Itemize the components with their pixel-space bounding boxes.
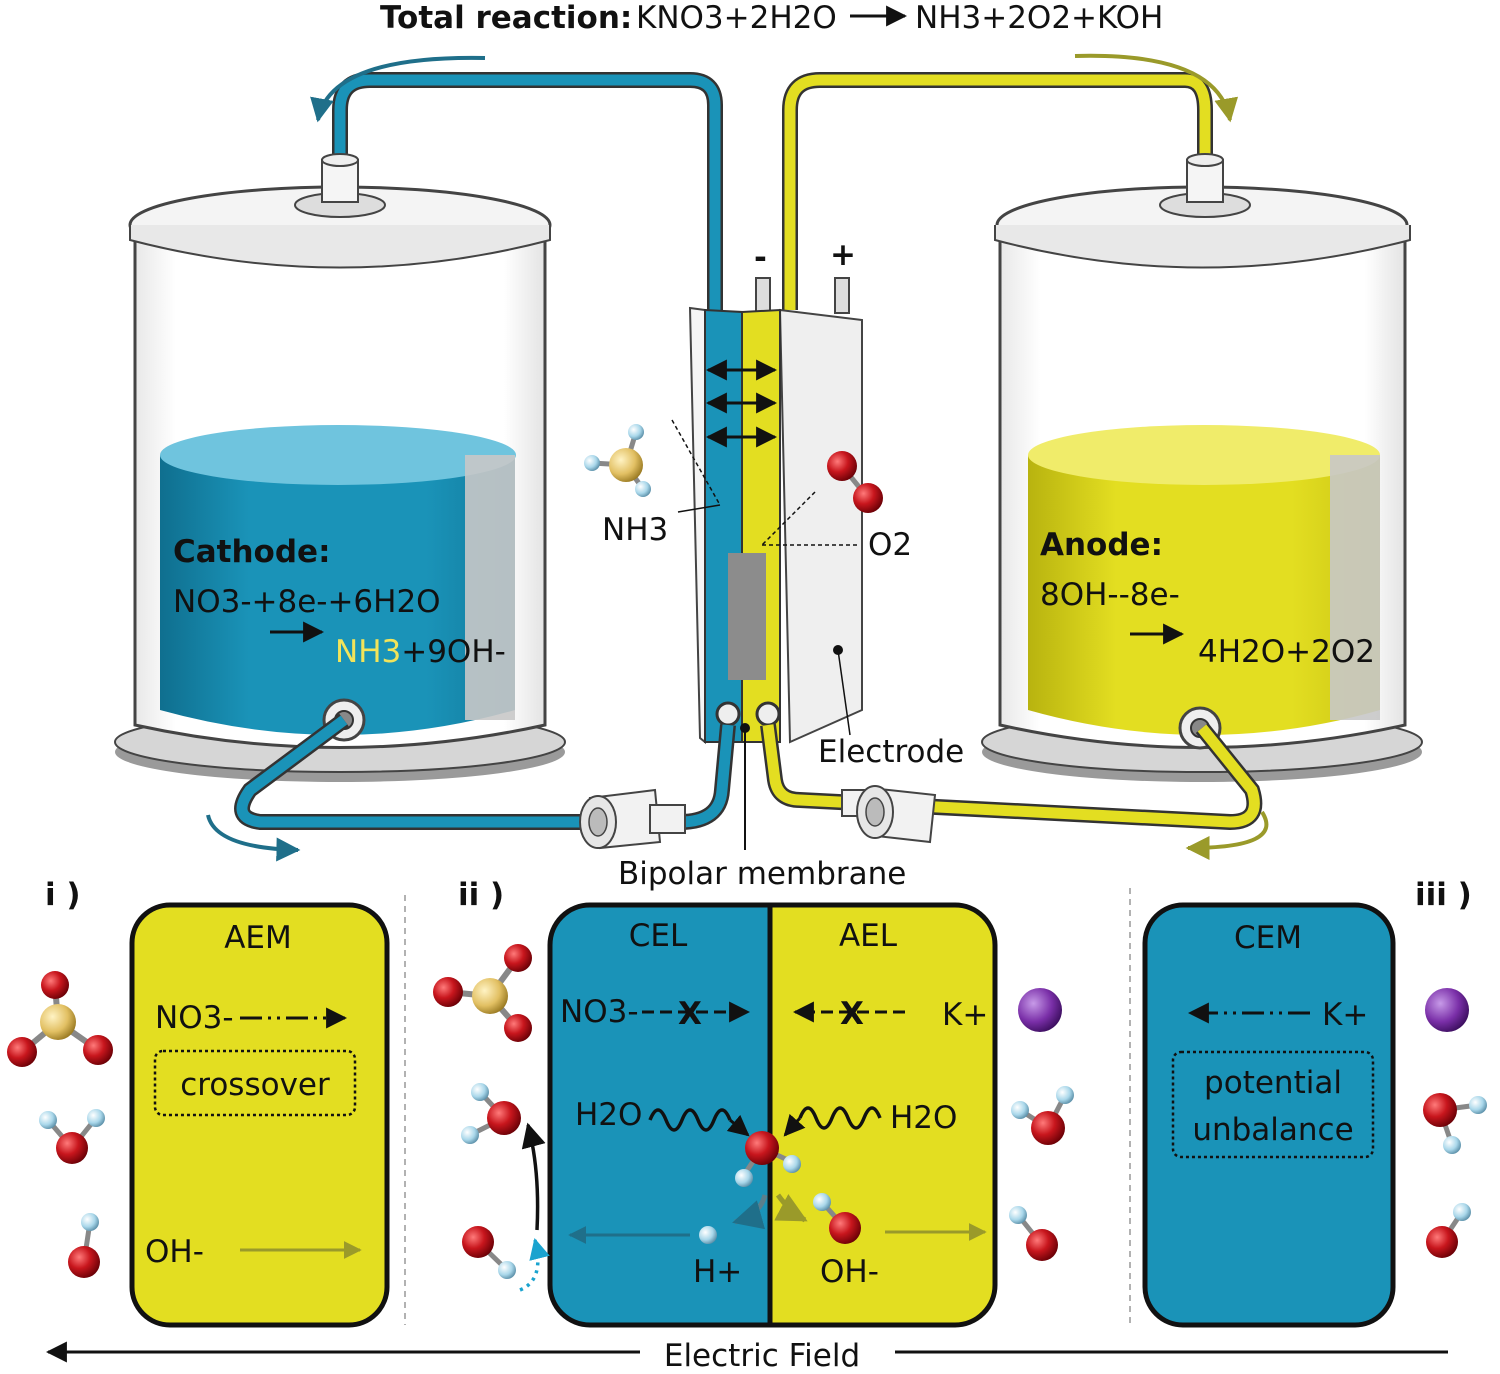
cathode-reaction-line1: NO3-+8e-+6H2O (173, 584, 441, 620)
electrode-label: Electrode (818, 734, 964, 770)
anode-reaction-line2: 4H2O+2O2 (1198, 634, 1375, 670)
electrolyzer-cell: - + (688, 237, 863, 745)
nh3-molecule-cell (584, 424, 651, 497)
cel-ion-no3: NO3- (560, 994, 639, 1030)
flow-arrow-cathode-bottom (206, 814, 301, 862)
electrode-leader (837, 649, 851, 736)
potassium-ion-iii (1425, 988, 1469, 1032)
bipolar-membrane-label: Bipolar membrane (618, 856, 906, 892)
total-reaction-rhs: NH3+2O2+KOH (915, 0, 1163, 36)
proton-recombination-dotted-arrow (519, 1237, 550, 1292)
proton-recombination-arrow (521, 1122, 546, 1231)
panel-i-label: i ) (45, 877, 81, 913)
water-molecule-ii-left (462, 1226, 516, 1279)
dissociating-water (735, 1131, 801, 1187)
water-molecule-ii-right (1011, 1086, 1074, 1145)
hydroxide-molecule-i (68, 1213, 100, 1278)
hydroxide-molecule-ael (813, 1193, 861, 1244)
cem-label: CEM (1234, 920, 1302, 956)
proton-label: H+ (693, 1254, 742, 1290)
panel-ii-label: ii ) (458, 877, 504, 913)
cathode-title: Cathode: (173, 534, 330, 570)
nitrate-molecule-i (7, 971, 113, 1067)
cem-ion-k: K+ (1322, 997, 1368, 1033)
anode-tank (981, 153, 1423, 782)
electric-field-label: Electric Field (664, 1338, 860, 1374)
cathode-product-nh3: NH3 (335, 634, 401, 670)
water-molecule-iii (1423, 1093, 1487, 1154)
nh3-leader-tick (677, 504, 721, 513)
water-molecule-i (39, 1109, 105, 1164)
total-reaction: Total reaction: KNO3+2H2O NH3+2O2+KOH (380, 0, 1163, 36)
ael-water-squiggle (798, 1106, 882, 1130)
cel-water-squiggle-head (726, 1114, 750, 1137)
aem-ion-oh: OH- (145, 1234, 204, 1270)
nh3-leader (671, 419, 721, 506)
panel-iii-cem: CEM K+ potential unbalance (1142, 902, 1396, 1328)
o2-leader (761, 491, 816, 546)
potassium-ion-ii (1018, 988, 1062, 1032)
cathode-product-rest: +9OH- (401, 634, 506, 670)
panel-ii-bipolar: CEL AEL NO3- X X K+ H2O H2O H+ OH (547, 902, 998, 1328)
nh3-cell-label: NH3 (602, 512, 668, 548)
cathode-top-tube (332, 72, 723, 310)
unbalance-line1: potential (1204, 1065, 1342, 1101)
total-reaction-lhs: KNO3+2H2O (636, 0, 837, 36)
anode-pump (841, 785, 937, 844)
flow-arrow-anode-top (1074, 53, 1239, 123)
anode-reaction: Anode: 8OH--8e- 4H2O+2O2 (1040, 527, 1375, 670)
aem-ion-no3: NO3- (155, 1000, 234, 1036)
hydroxide-label: OH- (820, 1254, 879, 1290)
cathode-reaction: Cathode: NO3-+8e-+6H2O NH3+9OH- (173, 534, 506, 670)
ael-block-x: X (840, 996, 864, 1032)
proton-sphere (699, 1226, 717, 1244)
plus-terminal-label: + (830, 237, 856, 273)
panel-iii-label: iii ) (1415, 877, 1472, 913)
ael-ion-k: K+ (942, 997, 988, 1033)
crossover-text: crossover (180, 1067, 330, 1103)
cathode-pump (579, 788, 686, 850)
anode-title: Anode: (1040, 527, 1163, 563)
ael-water: H2O (890, 1100, 957, 1136)
flow-arrow-anode-bottom (1185, 810, 1269, 860)
proton-split-arrow (732, 1194, 768, 1230)
total-reaction-label: Total reaction: (380, 0, 632, 36)
anode-reaction-line1: 8OH--8e- (1040, 577, 1180, 613)
nitrate-molecule-ii (433, 944, 532, 1042)
aem-label: AEM (224, 920, 292, 956)
anode-top-tube (782, 72, 1213, 310)
unbalance-line2: unbalance (1192, 1112, 1353, 1148)
unbalance-box (1171, 1050, 1375, 1159)
o2-molecule-cell (827, 451, 883, 513)
flow-arrow-cathode-top (310, 55, 486, 123)
cel-block-x: X (678, 996, 702, 1032)
hydroxide-split-arrow (774, 1193, 808, 1223)
crossover-box (153, 1049, 357, 1117)
hydronium-molecule-ii (461, 1083, 521, 1144)
cel-label: CEL (629, 918, 688, 954)
cathode-products: NH3+9OH- (335, 634, 506, 670)
hydroxide-molecule-iii (1426, 1203, 1471, 1258)
ael-label: AEL (839, 918, 898, 954)
cel-water-squiggle (648, 1108, 732, 1132)
ael-water-squiggle-head (783, 1113, 806, 1137)
anode-bottom-tube (760, 722, 1263, 831)
hydroxide-molecule-ii-right (1009, 1206, 1058, 1261)
o2-cell-label: O2 (868, 527, 912, 563)
panel-i-aem: AEM NO3- crossover OH- (129, 902, 390, 1328)
cel-water: H2O (575, 1097, 642, 1133)
cathode-tank (114, 153, 566, 782)
minus-terminal-label: - (754, 240, 767, 276)
